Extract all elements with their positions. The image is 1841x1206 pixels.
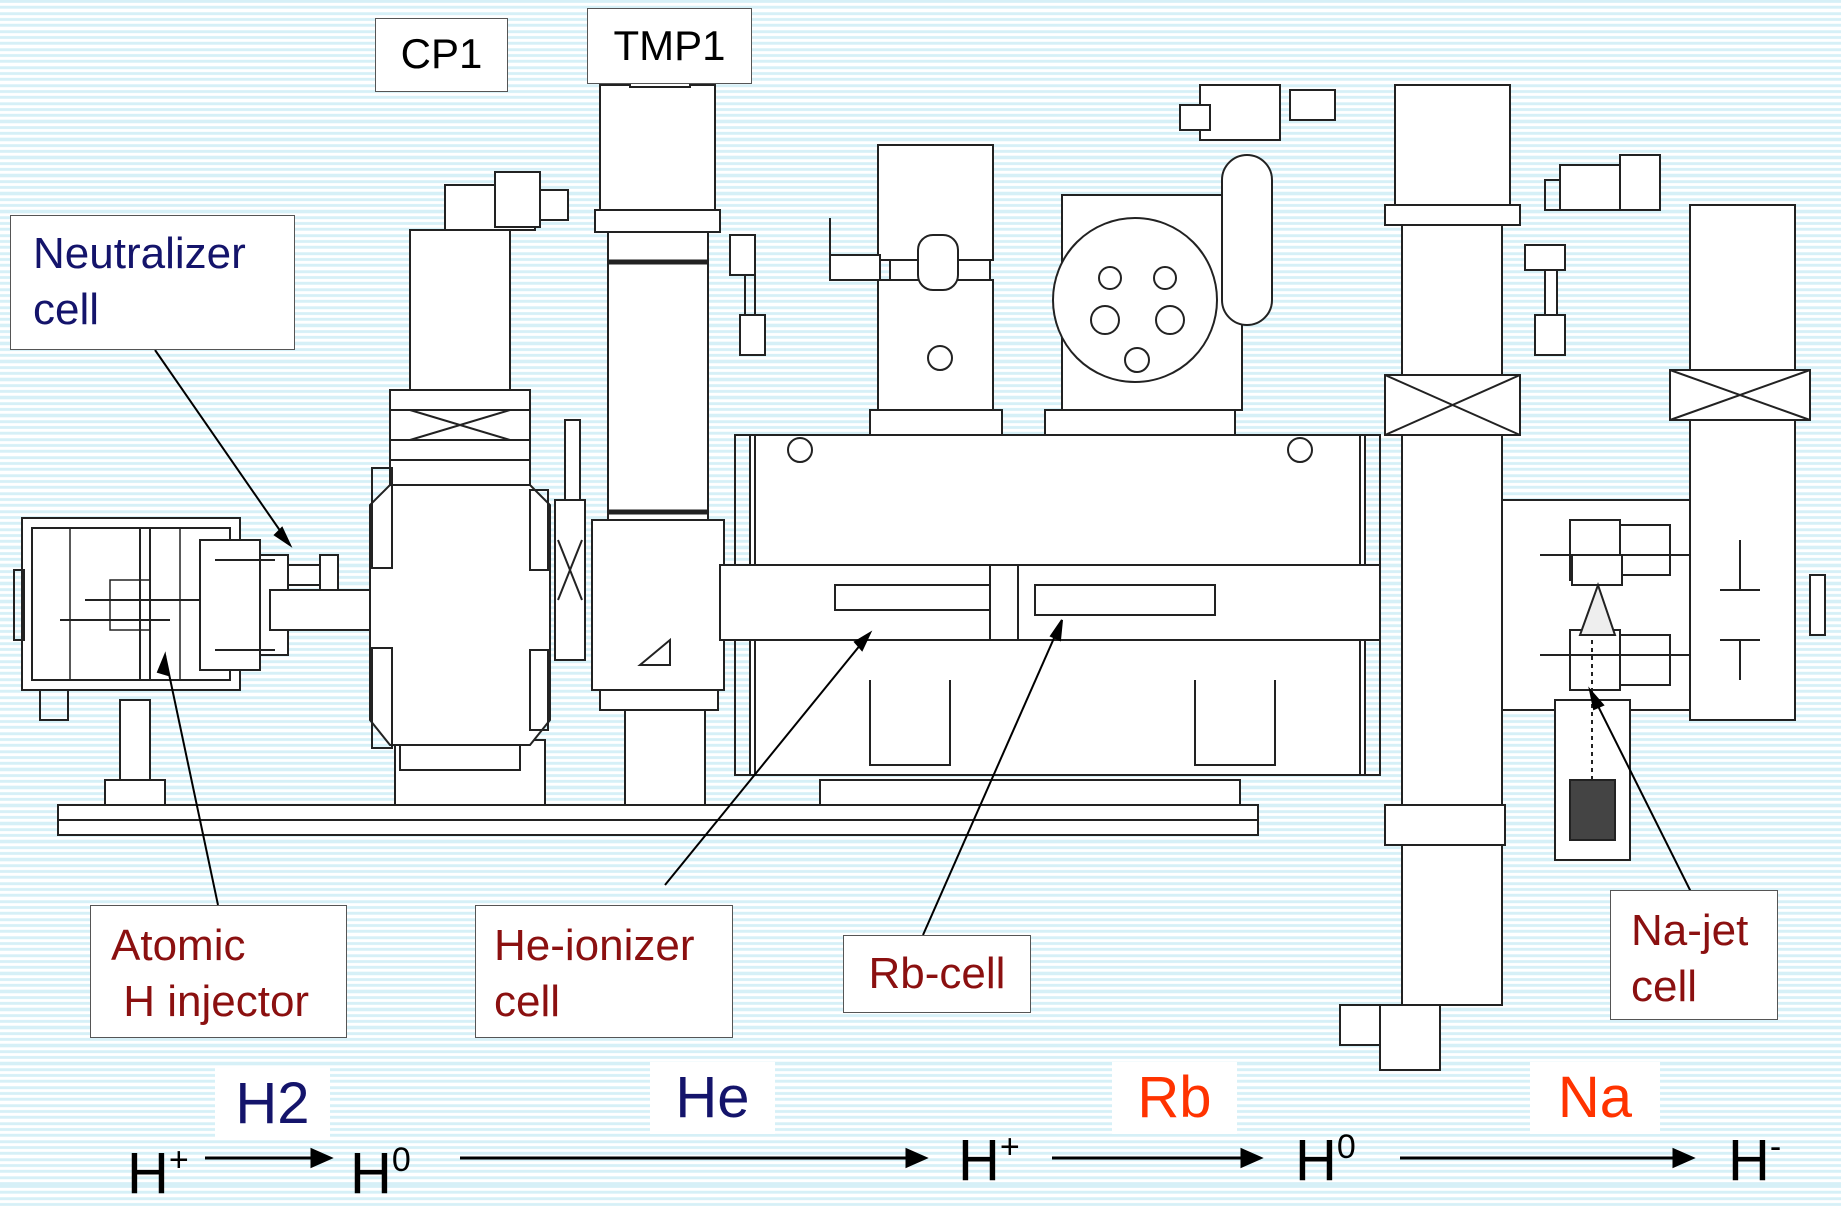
species-4-sup: 0 — [1336, 1128, 1356, 1166]
cp1-text: CP1 — [400, 30, 483, 77]
cp1-label: CP1 — [375, 18, 508, 92]
cp1-chamber — [369, 171, 569, 771]
species-h-zero-2: H0 — [1295, 1115, 1356, 1193]
leader-lines — [154, 349, 1696, 936]
na-jet-cell-label: Na-jet cell — [1610, 890, 1778, 1020]
neutralizer-line-2: cell — [33, 285, 100, 334]
gas-na: Na — [1530, 1062, 1660, 1134]
na-jet-line-1: Na-jet — [1631, 906, 1749, 955]
species-3-base: H — [958, 1128, 1000, 1193]
magnet-yokes — [734, 434, 1381, 776]
he-ionizer-line-2: cell — [494, 977, 561, 1026]
process-arrows — [205, 1147, 1696, 1169]
atomic-injector-label: Atomic H injector — [90, 905, 347, 1038]
rb-cell-text: Rb-cell — [868, 949, 1006, 998]
right-pump — [1339, 84, 1566, 1071]
species-5-base: H — [1728, 1128, 1770, 1193]
gas-rb: Rb — [1112, 1062, 1237, 1134]
beam-tube — [719, 564, 1381, 641]
neutralizer-cell-label: Neutralizer cell — [10, 215, 295, 350]
he-ionizer-line-1: He-ionizer — [494, 921, 695, 970]
species-h-plus-2: H+ — [958, 1115, 1020, 1193]
neutralizer-line-1: Neutralizer — [33, 229, 246, 278]
atomic-injector — [13, 517, 396, 721]
species-5-sup: - — [1769, 1128, 1782, 1166]
species-h-plus-1: H+ — [127, 1128, 189, 1206]
upper-vessel — [1044, 84, 1336, 436]
species-3-sup: + — [999, 1128, 1020, 1166]
gate-valve — [554, 419, 586, 661]
tmp1-label: TMP1 — [587, 8, 752, 84]
atomic-line-2: H injector — [111, 977, 310, 1026]
base-rail — [57, 699, 1259, 836]
upper-flange-left — [829, 144, 1003, 436]
gas-h2: H2 — [215, 1068, 330, 1140]
species-2-base: H — [350, 1141, 392, 1206]
species-h-minus: H- — [1728, 1115, 1781, 1193]
species-4-base: H — [1295, 1128, 1337, 1193]
tmp1-text: TMP1 — [613, 22, 726, 69]
species-h-zero-1: H0 — [350, 1128, 411, 1206]
species-2-sup: 0 — [391, 1141, 411, 1179]
atomic-line-1: Atomic — [111, 921, 246, 970]
species-1-sup: + — [168, 1141, 189, 1179]
na-jet-assembly — [1501, 499, 1691, 861]
na-jet-line-2: cell — [1631, 962, 1698, 1011]
gas-he: He — [650, 1062, 775, 1134]
species-1-base: H — [127, 1141, 169, 1206]
rb-cell-label: Rb-cell — [843, 935, 1031, 1013]
he-ionizer-label: He-ionizer cell — [475, 905, 733, 1038]
